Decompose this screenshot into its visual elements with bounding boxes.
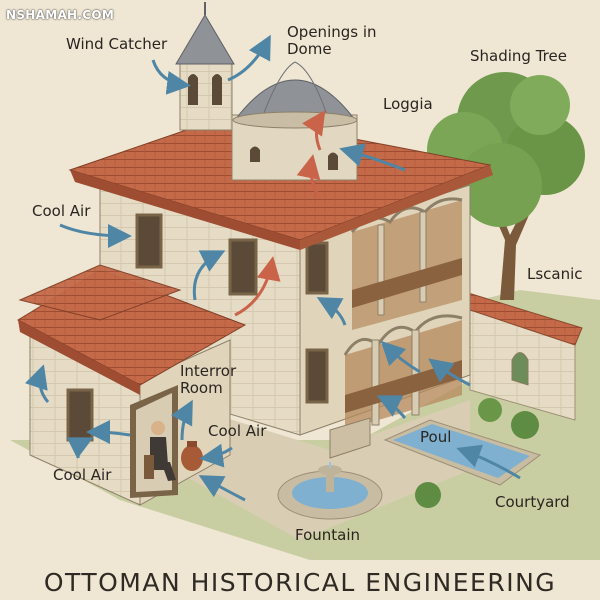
label-poul: Poul: [420, 428, 452, 446]
label-fountain: Fountain: [295, 526, 361, 544]
warm-air-arrows: [234, 110, 326, 317]
label-loggia: Loggia: [383, 95, 433, 113]
label-shading-tree: Shading Tree: [470, 47, 567, 65]
label-lscanic: Lscanic: [527, 265, 583, 283]
label-cool-air-room: Cool Air: [208, 422, 267, 440]
watermark: NSHAMAH.COM: [6, 8, 115, 22]
label-openings-line1: Openings in: [287, 23, 377, 41]
cool-air-arrows: [24, 34, 521, 502]
wind-catcher-tower: [175, 2, 235, 131]
label-cool-air-bottom: Cool Air: [53, 466, 112, 484]
label-interior-room: Interror Room: [180, 362, 237, 398]
label-wind-catcher: Wind Catcher: [66, 35, 168, 53]
label-openings-in-dome: Openings in Dome: [287, 23, 377, 59]
garden-wall: [464, 291, 583, 421]
seated-figure: [144, 421, 176, 481]
label-cool-air-left: Cool Air: [32, 202, 91, 220]
clay-pot: [181, 441, 203, 471]
label-interior-line2: Room: [180, 379, 223, 398]
dome: [231, 61, 358, 181]
label-interior-line1: Interror: [180, 362, 237, 380]
label-courtyard: Courtyard: [495, 493, 570, 511]
page-title: OTTOMAN HISTORICAL ENGINEERING: [43, 568, 557, 597]
fountain: [277, 462, 383, 520]
label-openings-line2: Dome: [287, 40, 332, 59]
